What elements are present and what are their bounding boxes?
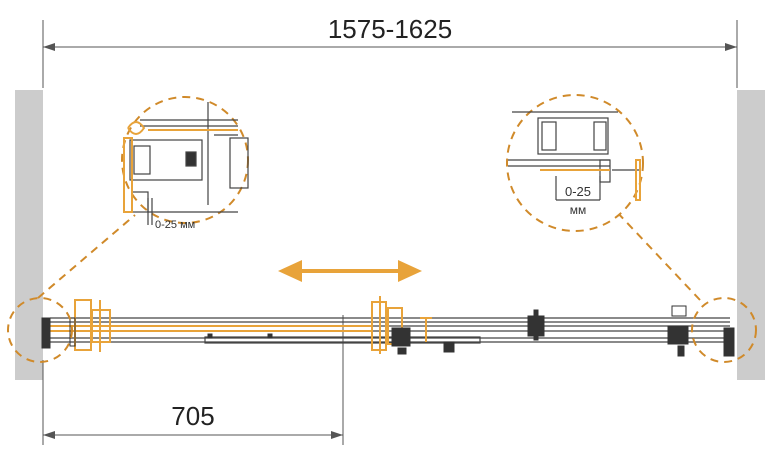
left-detail-gap-label: 0-25 мм — [155, 219, 195, 231]
door-width-label: 705 — [171, 401, 214, 431]
left-end-detail-circle — [7, 297, 73, 363]
right-end-detail-circle — [691, 297, 757, 363]
total-width-dimension — [42, 20, 738, 88]
left-zoom-detail: 0-25 мм — [121, 96, 249, 231]
right-detail-gap-unit: мм — [570, 203, 587, 217]
detail-leader-lines — [37, 209, 701, 301]
right-detail-gap-value: 0-25 — [565, 184, 591, 199]
sliding-door-panel — [48, 296, 432, 354]
right-wall — [737, 90, 765, 380]
total-width-label: 1575-1625 — [328, 14, 452, 44]
left-wall — [15, 90, 43, 380]
right-zoom-detail: 0-25 мм — [506, 94, 644, 232]
fixed-hardware — [41, 305, 735, 357]
sliding-direction-arrow — [278, 260, 422, 282]
